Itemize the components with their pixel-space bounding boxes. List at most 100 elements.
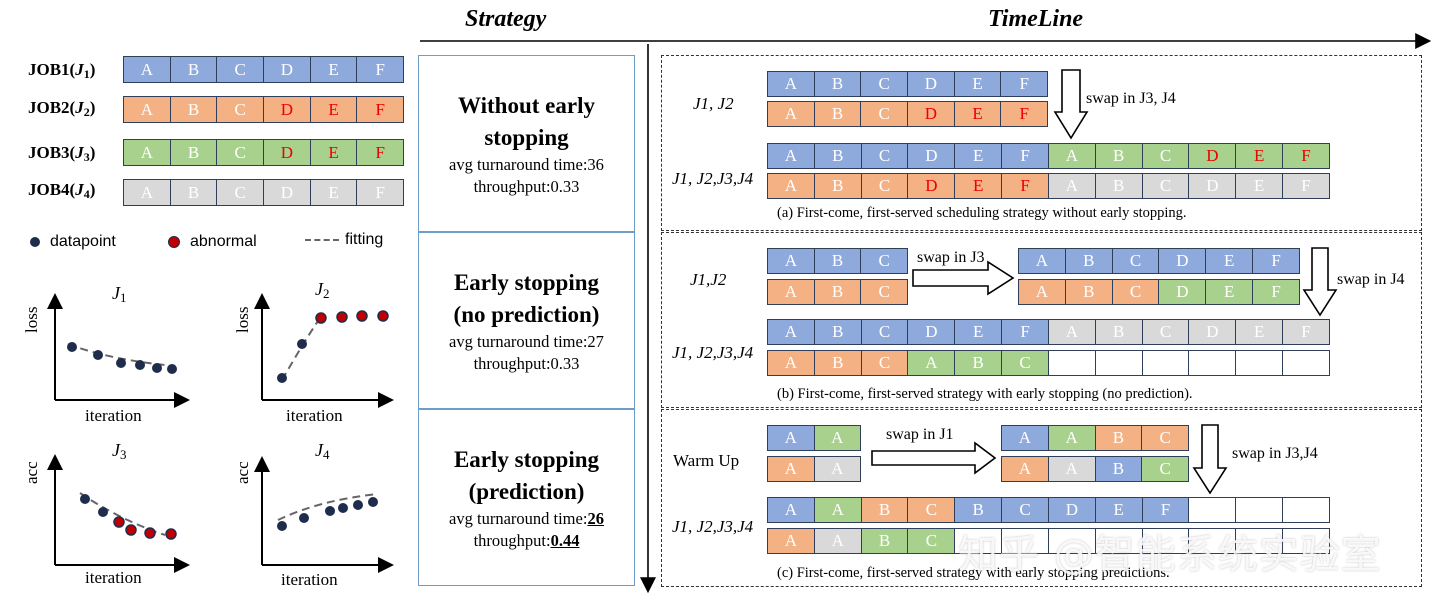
job-block: B — [1095, 174, 1143, 198]
plot4-point — [299, 513, 309, 523]
down-arrow-icon — [1053, 69, 1089, 140]
legend-abnormal: abnormal — [168, 233, 257, 251]
job-block: D — [908, 320, 956, 344]
plot3-abnormal-point — [113, 516, 125, 528]
job-block: A — [1019, 280, 1066, 304]
job-block: F — [1283, 144, 1329, 168]
job-block: B — [861, 529, 909, 553]
legend-datapoint: datapoint — [30, 233, 116, 251]
job-block: C — [1002, 498, 1049, 522]
job-block: C — [861, 72, 909, 96]
plot2-abnormal-point — [377, 310, 389, 322]
plot2-xlabel: iteration — [286, 406, 343, 425]
job-block: C — [1142, 144, 1190, 168]
panel-a-row1-label: J1, J2 — [693, 94, 734, 113]
job-block: A — [814, 529, 862, 553]
job-block: C — [217, 180, 265, 205]
job-block — [1002, 529, 1049, 553]
throughput: throughput:0.33 — [473, 354, 580, 373]
strategy-box-prediction: Early stopping (prediction) avg turnarou… — [418, 409, 635, 586]
job-block: A — [124, 140, 171, 165]
job-block: B — [170, 97, 218, 122]
down-arrow-icon — [1302, 247, 1338, 317]
job-block: A — [768, 72, 815, 96]
job-block: C — [861, 320, 909, 344]
fitting-line-sample — [305, 239, 339, 241]
plot2-title: J2 — [315, 279, 330, 302]
plot3-abnormal-point — [165, 528, 177, 540]
job-block: C — [217, 97, 265, 122]
job-block: F — [1253, 280, 1299, 304]
job-block: B — [1065, 249, 1113, 273]
job-block — [1095, 529, 1143, 553]
job-block: F — [1283, 320, 1329, 344]
strategy-title: Early stopping — [453, 447, 600, 472]
job-block: E — [310, 57, 358, 82]
job-block: A — [768, 351, 815, 375]
job-block: B — [814, 280, 862, 304]
job-block: A — [124, 97, 171, 122]
job-block: F — [1001, 72, 1048, 96]
job-block: D — [1159, 249, 1207, 273]
job-block: B — [814, 320, 862, 344]
plot1-title: J1 — [112, 283, 127, 306]
job-block: A — [768, 320, 815, 344]
job-block — [1048, 529, 1096, 553]
job-block: E — [955, 320, 1003, 344]
panel-a — [661, 55, 1422, 231]
job-block: E — [955, 174, 1003, 198]
panel-c-row2-label: J1, J2,J3,J4 — [672, 517, 754, 536]
job-block: A — [814, 498, 862, 522]
job-block: E — [954, 102, 1002, 126]
job-block: B — [955, 351, 1003, 375]
job-block: D — [1159, 280, 1207, 304]
job-block: E — [310, 97, 358, 122]
job-block: A — [768, 498, 815, 522]
strategy-box-no-prediction: Early stopping (no prediction) avg turna… — [418, 232, 635, 409]
plot4-fit-curve — [277, 493, 379, 521]
job-block: C — [217, 57, 265, 82]
job-block: A — [124, 57, 171, 82]
job-block: F — [357, 180, 404, 205]
job-block: B — [814, 102, 862, 126]
plot4-title: J4 — [315, 440, 330, 463]
job-block: A — [768, 457, 815, 481]
watermark: 知乎 @智能系统实验室 — [958, 532, 1382, 578]
right-arrow-icon — [871, 441, 997, 475]
job-block: A — [768, 102, 815, 126]
plot4-xlabel: iteration — [281, 570, 338, 589]
plot1-point — [167, 364, 177, 374]
job-block — [1236, 351, 1284, 375]
plot2-abnormal-point — [336, 311, 348, 323]
job-block: D — [1189, 144, 1237, 168]
job-block — [1236, 498, 1284, 522]
job-block: C — [861, 174, 909, 198]
job-block: A — [1048, 426, 1096, 450]
job-block: C — [1002, 351, 1049, 375]
panel-c-caption: (c) First-come, first-served strategy wi… — [777, 565, 1170, 581]
job-block: C — [1142, 457, 1188, 481]
job-block: A — [1048, 174, 1096, 198]
job-block: A — [908, 351, 956, 375]
job-block: D — [1189, 320, 1237, 344]
plot4-point — [353, 500, 363, 510]
job-block: C — [908, 498, 956, 522]
job-block: A — [1048, 457, 1096, 481]
job-block: C — [1112, 249, 1160, 273]
legend-fitting: fitting — [305, 231, 383, 249]
job-block: B — [814, 249, 862, 273]
panel-c — [661, 409, 1422, 587]
plot3 — [47, 454, 190, 573]
job-block: B — [1095, 457, 1143, 481]
job-block: F — [357, 97, 404, 122]
avg-turnaround-time: avg turnaround time:36 — [449, 155, 604, 174]
job-block: F — [1002, 174, 1049, 198]
panel-a-row2-label: J1, J2,J3,J4 — [672, 169, 754, 188]
strategy-title: stopping — [484, 125, 569, 150]
job-block: D — [264, 57, 311, 82]
